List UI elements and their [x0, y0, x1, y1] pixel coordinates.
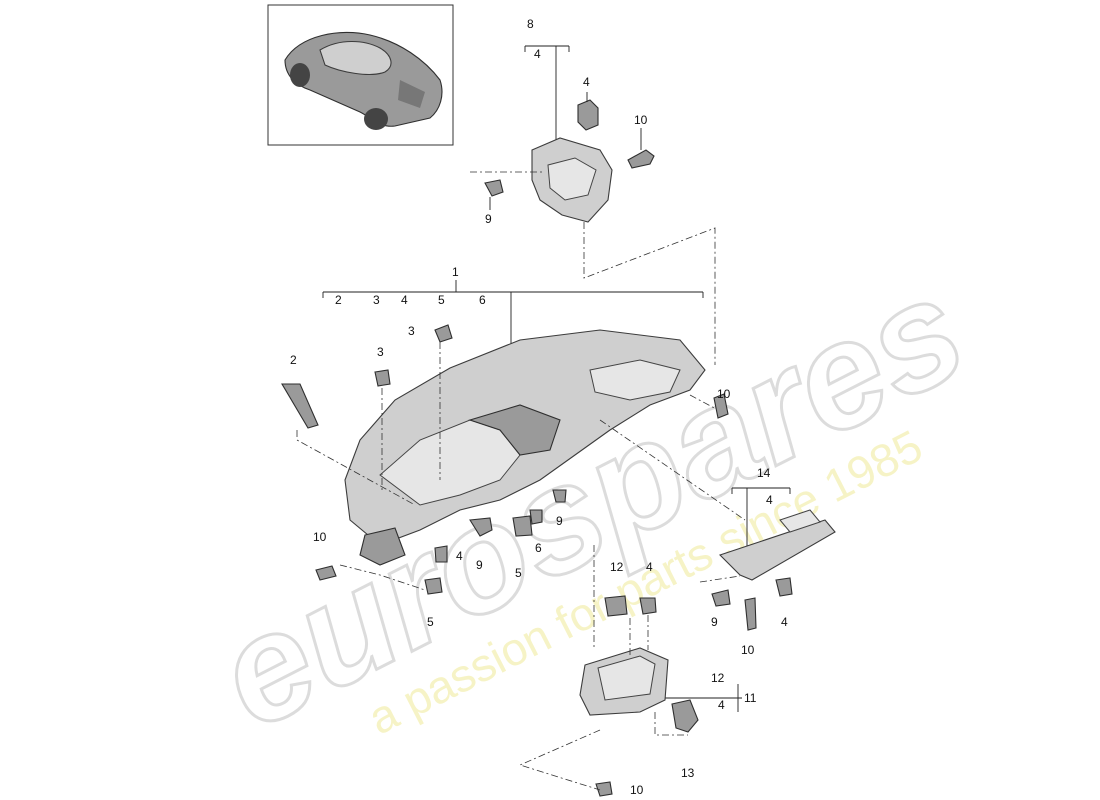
callout-1: 1 [452, 265, 459, 279]
callout-10-right: 10 [717, 387, 731, 401]
callout-1-sub-6: 6 [479, 293, 486, 307]
callout-10-upper: 10 [634, 113, 648, 127]
callout-9-mid: 9 [556, 514, 563, 528]
dashboard-bracket [281, 280, 746, 591]
callout-4-mid: 4 [456, 549, 463, 563]
callout-4-bracket: 4 [583, 75, 590, 89]
callout-3-top: 3 [408, 324, 415, 338]
callout-6: 6 [535, 541, 542, 555]
callout-11-sub-12: 12 [711, 671, 725, 685]
callout-1-sub-2: 2 [335, 293, 342, 307]
callout-4-low: 4 [646, 560, 653, 574]
lower-bracket [518, 545, 742, 797]
callout-1-sub-5: 5 [438, 293, 445, 307]
callout-8-sub-4: 4 [534, 47, 541, 61]
callout-9-upper: 9 [485, 212, 492, 226]
callout-5-mid: 5 [515, 566, 522, 580]
callout-1-sub-3: 3 [373, 293, 380, 307]
callout-3-left: 3 [377, 345, 384, 359]
callout-10-right-low: 10 [741, 643, 755, 657]
upper-bracket-assembly [470, 45, 716, 365]
callout-10-left: 10 [313, 530, 327, 544]
callout-9-right: 9 [711, 615, 718, 629]
right-bracket [699, 487, 836, 631]
callouts: 8 4 4 10 9 1 2 3 4 5 6 3 2 3 10 14 4 9 6… [290, 17, 788, 797]
callout-1-sub-4: 4 [401, 293, 408, 307]
callout-4-right-low: 4 [781, 615, 788, 629]
vehicle-thumbnail [267, 4, 454, 146]
hardware-clips [315, 393, 729, 595]
callout-11: 11 [744, 691, 757, 705]
callout-14-sub-4: 4 [766, 493, 773, 507]
callout-14: 14 [757, 466, 771, 480]
callout-13: 13 [681, 766, 695, 780]
callout-5-low: 5 [427, 615, 434, 629]
callout-12: 12 [610, 560, 624, 574]
callout-9-center: 9 [476, 558, 483, 572]
callout-10-bottom: 10 [630, 783, 644, 797]
callout-8: 8 [527, 17, 534, 31]
callout-11-sub-4: 4 [718, 698, 725, 712]
callout-2: 2 [290, 353, 297, 367]
